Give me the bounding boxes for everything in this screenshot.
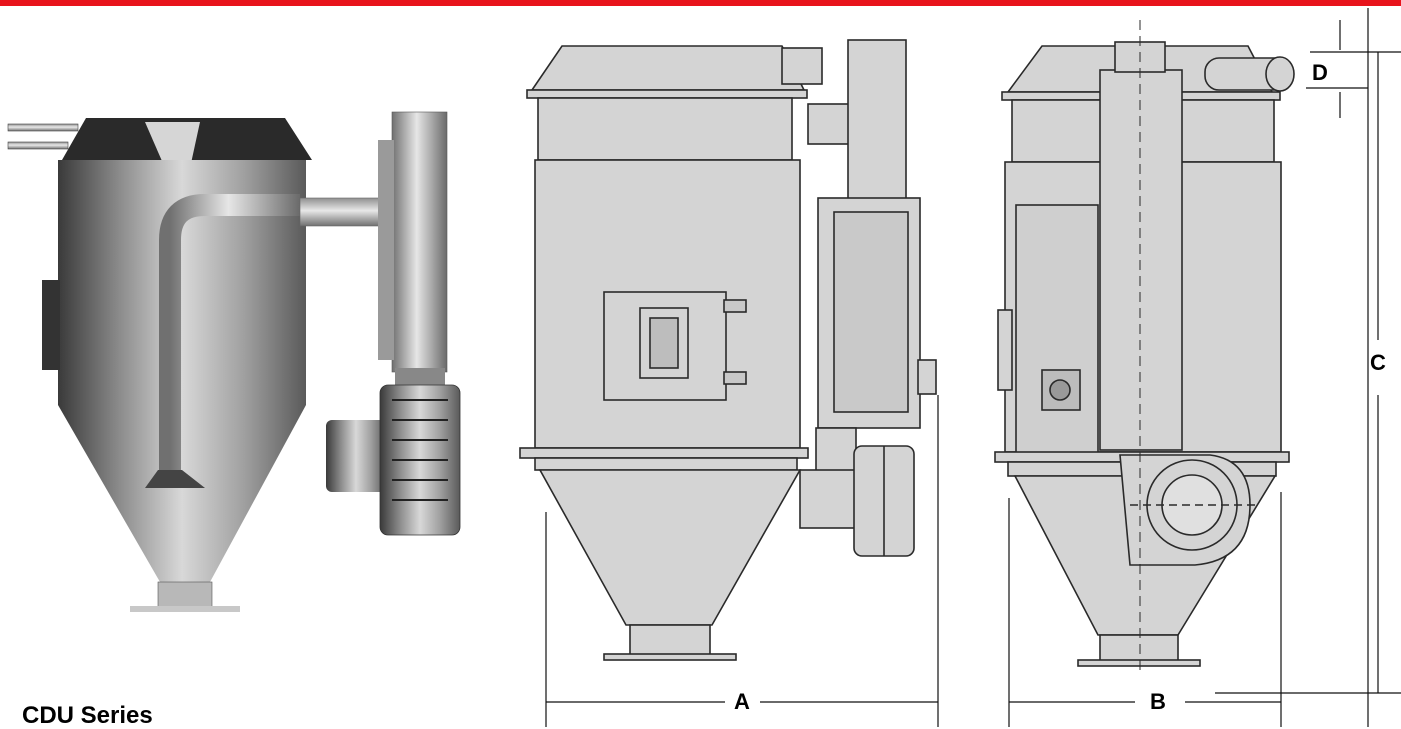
dimension-label-a: A: [734, 689, 750, 714]
series-title: CDU Series: [22, 702, 153, 729]
dimension-lines: [545, 8, 1401, 727]
side-view: [994, 20, 1295, 670]
render-view: [7, 111, 461, 612]
front-view: [519, 39, 937, 661]
dimension-label-d: D: [1312, 60, 1328, 85]
dimension-label-b: B: [1150, 689, 1166, 714]
header-accent-bar: [0, 0, 1401, 6]
dimension-label-c: C: [1370, 350, 1386, 375]
